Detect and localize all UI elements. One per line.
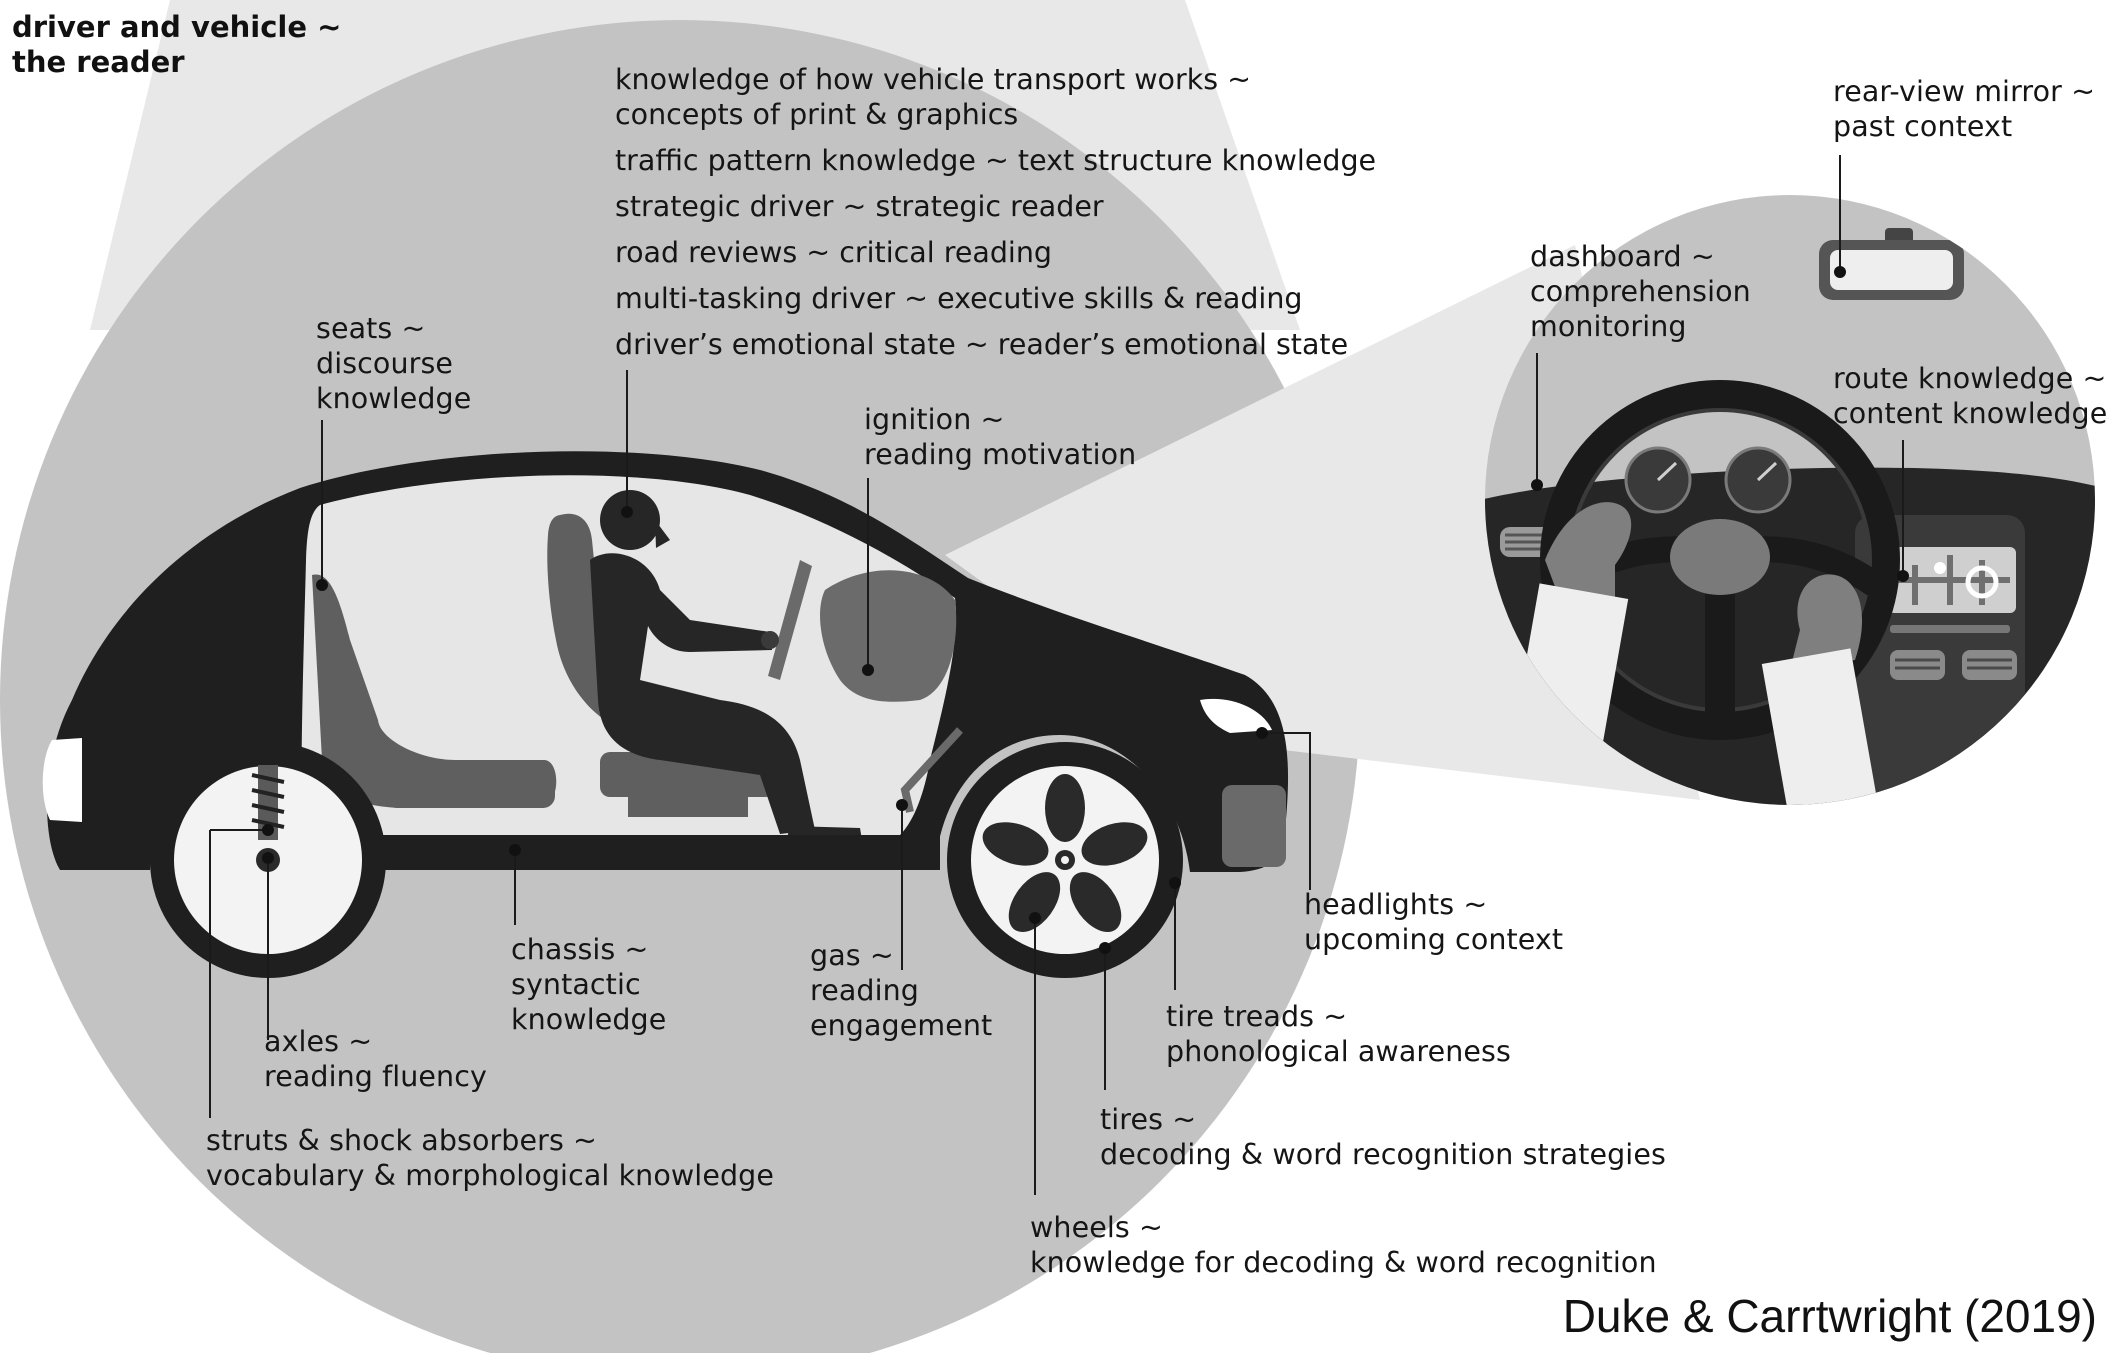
dash-panel [820, 570, 957, 702]
title-line-1: driver and vehicle ~ [12, 10, 342, 44]
label-tires: tires ~ decoding & word recognition stra… [1100, 1102, 1666, 1172]
label-line: reading [810, 974, 919, 1007]
driver-seat [547, 513, 660, 735]
label-axles: axles ~ reading fluency [264, 1024, 487, 1094]
back-seat [312, 574, 557, 808]
label-line: dashboard ~ [1530, 240, 1715, 273]
label-line: ignition ~ [864, 403, 1005, 436]
label-line: engagement [810, 1009, 993, 1042]
rear-view-mirror-icon [1819, 228, 1964, 300]
list-item: road reviews ~ critical reading [615, 235, 1376, 270]
label-line: reading motivation [864, 438, 1137, 471]
list-item: driver’s emotional state ~ reader’s emot… [615, 327, 1376, 362]
label-struts: struts & shock absorbers ~ vocabulary & … [206, 1123, 774, 1193]
diagram-title: driver and vehicle ~ the reader [12, 10, 341, 80]
list-item-line: knowledge of how vehicle transport works… [615, 63, 1252, 96]
headlight [1200, 698, 1272, 733]
front-bumper [1222, 785, 1286, 867]
label-wheels: wheels ~ knowledge for decoding & word r… [1030, 1210, 1657, 1280]
label-line: headlights ~ [1304, 888, 1488, 921]
label-line: knowledge [316, 382, 472, 415]
label-line: syntactic [511, 968, 641, 1001]
top-label-list: knowledge of how vehicle transport works… [615, 62, 1376, 373]
label-line: wheels ~ [1030, 1211, 1163, 1244]
steering-hub [1670, 519, 1770, 595]
list-item: traffic pattern knowledge ~ text structu… [615, 143, 1376, 178]
label-tire-treads: tire treads ~ phonological awareness [1166, 999, 1511, 1069]
gas-pedal [900, 727, 963, 813]
front-wheel [947, 742, 1183, 978]
list-item-line: multi-tasking driver ~ executive skills … [615, 282, 1303, 315]
leader-dots [262, 266, 1909, 954]
label-line: rear-view mirror ~ [1833, 75, 2096, 108]
label-gas: gas ~ reading engagement [810, 938, 992, 1043]
car-icon [42, 451, 1289, 978]
dashboard-inset [1485, 195, 2095, 805]
label-line: knowledge for decoding & word recognitio… [1030, 1246, 1657, 1279]
hand-icon [1761, 574, 1879, 805]
label-dashboard: dashboard ~ comprehension monitoring [1530, 239, 1751, 344]
label-line: tire treads ~ [1166, 1000, 1348, 1033]
label-line: past context [1833, 110, 2013, 143]
title-line-2: the reader [12, 45, 185, 79]
list-item-line: strategic driver ~ strategic reader [615, 190, 1104, 223]
chassis-floor [300, 835, 940, 870]
label-line: phonological awareness [1166, 1035, 1511, 1068]
leader-lines [209, 155, 1904, 1195]
label-rear-view-mirror: rear-view mirror ~ past context [1833, 74, 2095, 144]
label-line: discourse [316, 347, 454, 380]
label-line: reading fluency [264, 1060, 487, 1093]
label-line: decoding & word recognition strategies [1100, 1138, 1666, 1171]
label-line: gas ~ [810, 939, 894, 972]
steering-wheel-icon [761, 560, 812, 680]
list-item: multi-tasking driver ~ executive skills … [615, 281, 1376, 316]
list-item: strategic driver ~ strategic reader [615, 189, 1376, 224]
list-item-line: traffic pattern knowledge ~ text structu… [615, 144, 1377, 177]
label-line: seats ~ [316, 312, 426, 345]
list-item-line: road reviews ~ critical reading [615, 236, 1053, 269]
label-ignition: ignition ~ reading motivation [864, 402, 1136, 472]
citation-credit: Duke & Carrtwright (2019) [1562, 1290, 2097, 1342]
label-line: vocabulary & morphological knowledge [206, 1159, 774, 1192]
seat-rail [628, 797, 748, 817]
label-line: struts & shock absorbers ~ [206, 1124, 598, 1157]
list-item: knowledge of how vehicle transport works… [615, 62, 1376, 132]
label-line: comprehension [1530, 275, 1751, 308]
gps-screen-icon [1888, 547, 2016, 613]
label-headlights: headlights ~ upcoming context [1304, 887, 1563, 957]
label-line: upcoming context [1304, 923, 1564, 956]
list-item-line: driver’s emotional state ~ reader’s emot… [615, 328, 1349, 361]
label-seats: seats ~ discourse knowledge [316, 311, 471, 416]
label-line: tires ~ [1100, 1103, 1197, 1136]
label-line: content knowledge [1833, 397, 2108, 430]
list-item-line: concepts of print & graphics [615, 98, 1019, 131]
tail-light [42, 738, 82, 822]
label-chassis: chassis ~ syntactic knowledge [511, 932, 666, 1037]
label-line: axles ~ [264, 1025, 373, 1058]
console-buttons [1890, 625, 2010, 633]
label-line: knowledge [511, 1003, 667, 1036]
back-seat-cushion [385, 762, 555, 808]
console-vents [1890, 650, 2017, 680]
label-line: route knowledge ~ [1833, 362, 2107, 395]
label-line: monitoring [1530, 310, 1687, 343]
label-route-knowledge: route knowledge ~ content knowledge [1833, 361, 2107, 431]
label-line: chassis ~ [511, 933, 649, 966]
